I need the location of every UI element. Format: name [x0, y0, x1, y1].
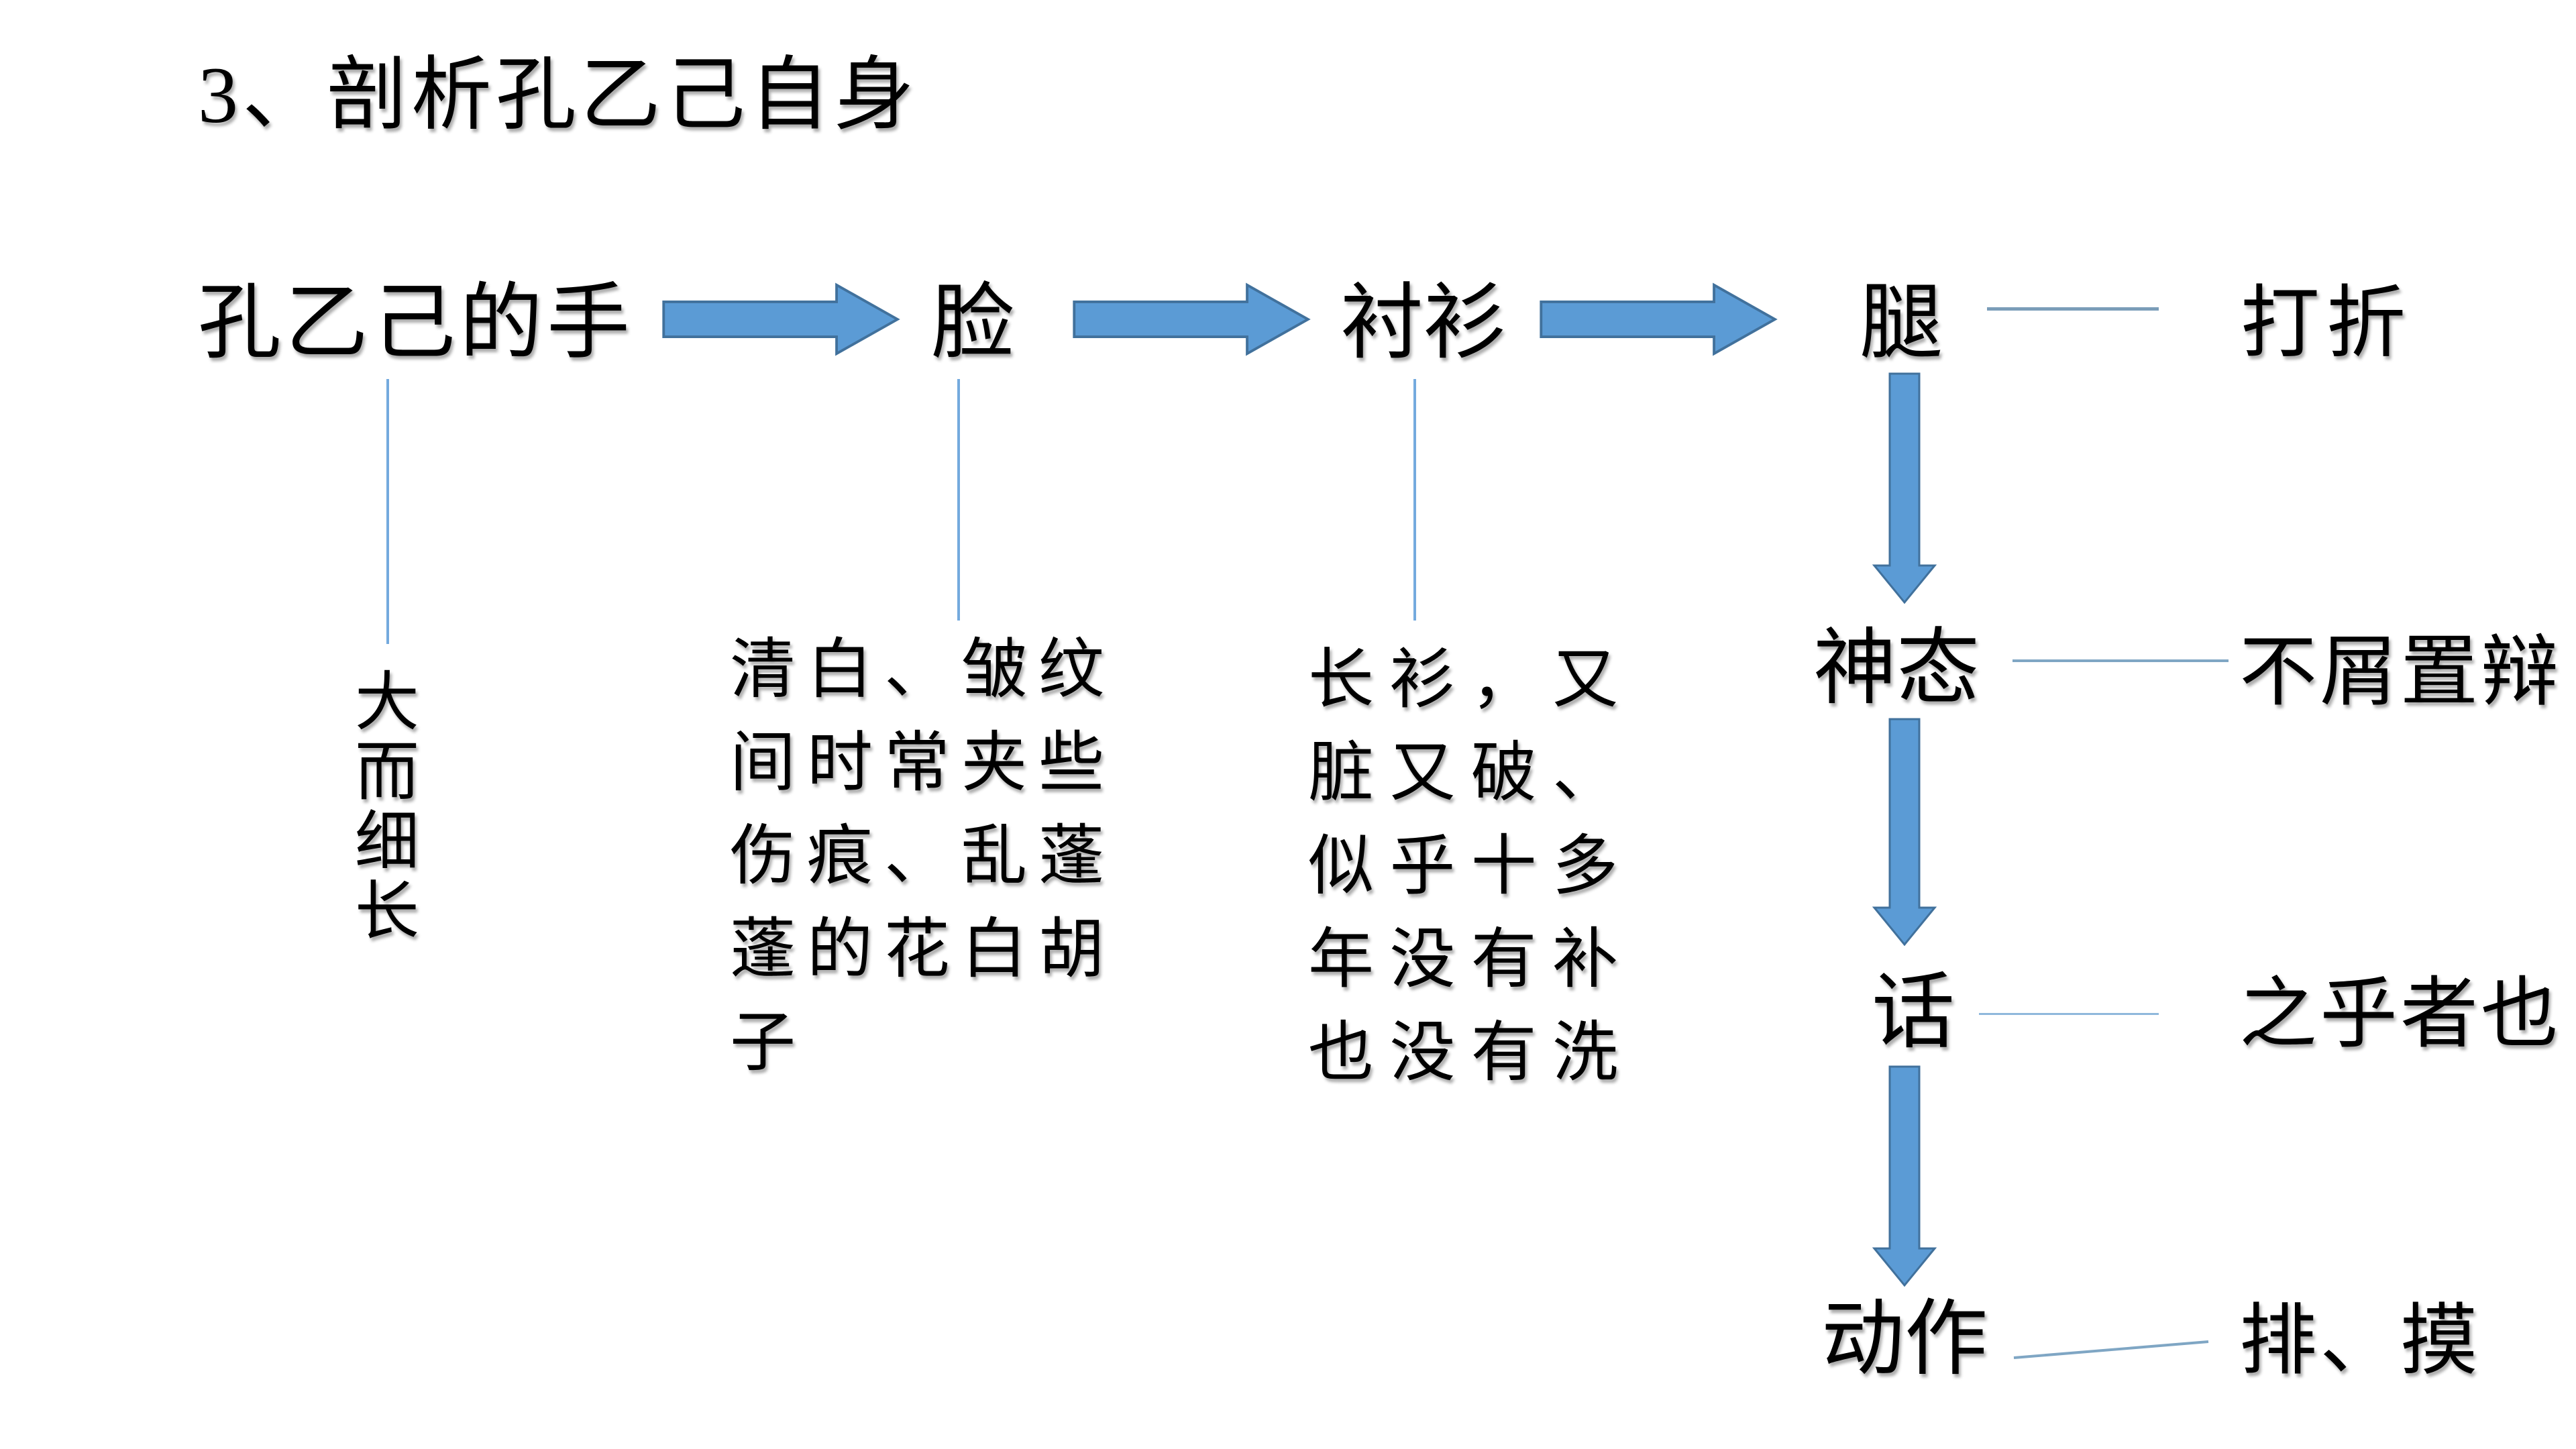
dropline-face: [957, 379, 960, 621]
node-shirt: 衬衫: [1340, 277, 1507, 369]
node-action: 动作: [1821, 1293, 1988, 1385]
shirt-note-line: 年没有补: [1308, 924, 1618, 996]
face-note: 清白、皱纹 间时常夹些 伤痕、乱蓬 蓬的花白胡 子: [730, 624, 1104, 1090]
arrow-right-icon: [1073, 282, 1311, 356]
node-leg: 腿: [1860, 277, 1943, 369]
shirt-note-line: 长衫，又: [1308, 644, 1618, 716]
face-note-line: 子: [730, 1007, 796, 1079]
arrow-right-icon: [662, 282, 900, 356]
arrow-right-icon: [1540, 282, 1778, 356]
connector-expression-note: [2012, 659, 2229, 662]
hand-note: 大而细长: [345, 667, 417, 947]
face-note-line: 清白、皱纹: [730, 634, 1104, 706]
face-note-line: 蓬的花白胡: [730, 914, 1104, 986]
speech-note: 之乎者也: [2239, 972, 2561, 1058]
node-face: 脸: [931, 277, 1015, 369]
dropline-hand: [386, 379, 389, 644]
dropline-shirt: [1413, 379, 1416, 621]
node-speech: 话: [1872, 967, 1955, 1059]
connector-action-note: [2013, 1340, 2209, 1359]
shirt-note-line: 似乎十多: [1308, 830, 1618, 903]
face-note-line: 间时常夹些: [730, 727, 1104, 800]
shirt-note-line: 也没有洗: [1308, 1017, 1618, 1089]
arrow-down-icon: [1872, 718, 1937, 946]
arrow-down-icon: [1872, 1065, 1937, 1287]
shirt-note: 长衫，又 脏又破、 似乎十多 年没有补 也没有洗: [1308, 634, 1618, 1100]
leg-note: 打折: [2241, 280, 2413, 368]
connector-speech-note: [1979, 1013, 2159, 1015]
expression-note: 不屑置辩: [2239, 630, 2561, 716]
connector-leg-note: [1987, 307, 2159, 311]
shirt-note-line: 脏又破、: [1308, 737, 1618, 810]
slide-title: 3、剖析孔乙己自身: [198, 50, 918, 140]
node-expression: 神态: [1813, 623, 1980, 714]
node-hand: 孔乙己的手: [198, 277, 635, 369]
action-note: 排、摸: [2239, 1299, 2481, 1385]
arrow-down-icon: [1872, 372, 1937, 604]
face-note-line: 伤痕、乱蓬: [730, 820, 1104, 893]
